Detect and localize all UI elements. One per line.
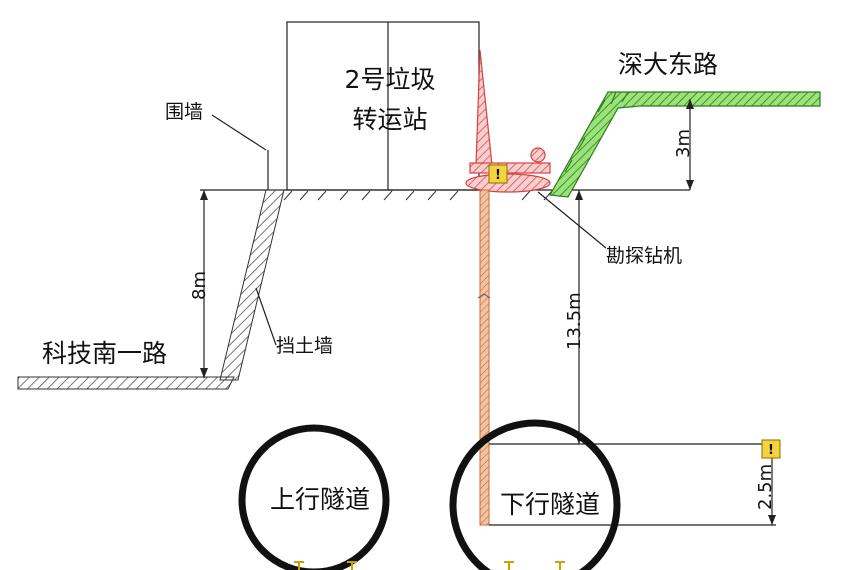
drill-depth-dimension: 13.5m	[489, 190, 776, 445]
warning-icon: !	[495, 168, 501, 183]
left-road: 科技南一路	[17, 339, 235, 390]
right-road-label: 深大东路	[618, 50, 718, 79]
station-label-line2: 转运站	[352, 105, 427, 134]
left-height-label: 8m	[189, 271, 210, 300]
tunnel-gap-label: 2.5m	[755, 464, 776, 510]
drill-depth-label: 13.5m	[564, 292, 585, 350]
left-road-label: 科技南一路	[42, 339, 167, 368]
tunnel-up-label: 上行隧道	[270, 485, 370, 514]
retaining-wall-label: 挡土墙	[276, 335, 333, 357]
drill-rig-label: 勘探钻机	[606, 245, 682, 267]
right-height-label: 3m	[673, 129, 694, 158]
station-label-line1: 2号垃圾	[345, 65, 436, 94]
tunnel-down: 下行隧道	[449, 419, 621, 570]
retaining-wall: 挡土墙	[219, 189, 333, 381]
drill-rod	[477, 189, 491, 526]
tunnel-down-label: 下行隧道	[500, 490, 600, 519]
right-height-dimension: 3m	[673, 99, 694, 190]
transfer-station-building: 2号垃圾 转运站	[286, 21, 480, 191]
left-height-dimension: 8m	[189, 190, 210, 378]
fence: 围墙	[165, 101, 269, 190]
tunnel-gap-dimension: ! 2.5m	[489, 439, 781, 526]
warning-icon: !	[768, 443, 774, 458]
fence-label: 围墙	[165, 101, 203, 123]
right-road: 深大东路	[549, 50, 821, 198]
tunnel-up: 上行隧道	[238, 424, 390, 570]
drill-rig: 勘探钻机	[465, 49, 682, 267]
warning-marker-rig: !	[488, 164, 508, 184]
